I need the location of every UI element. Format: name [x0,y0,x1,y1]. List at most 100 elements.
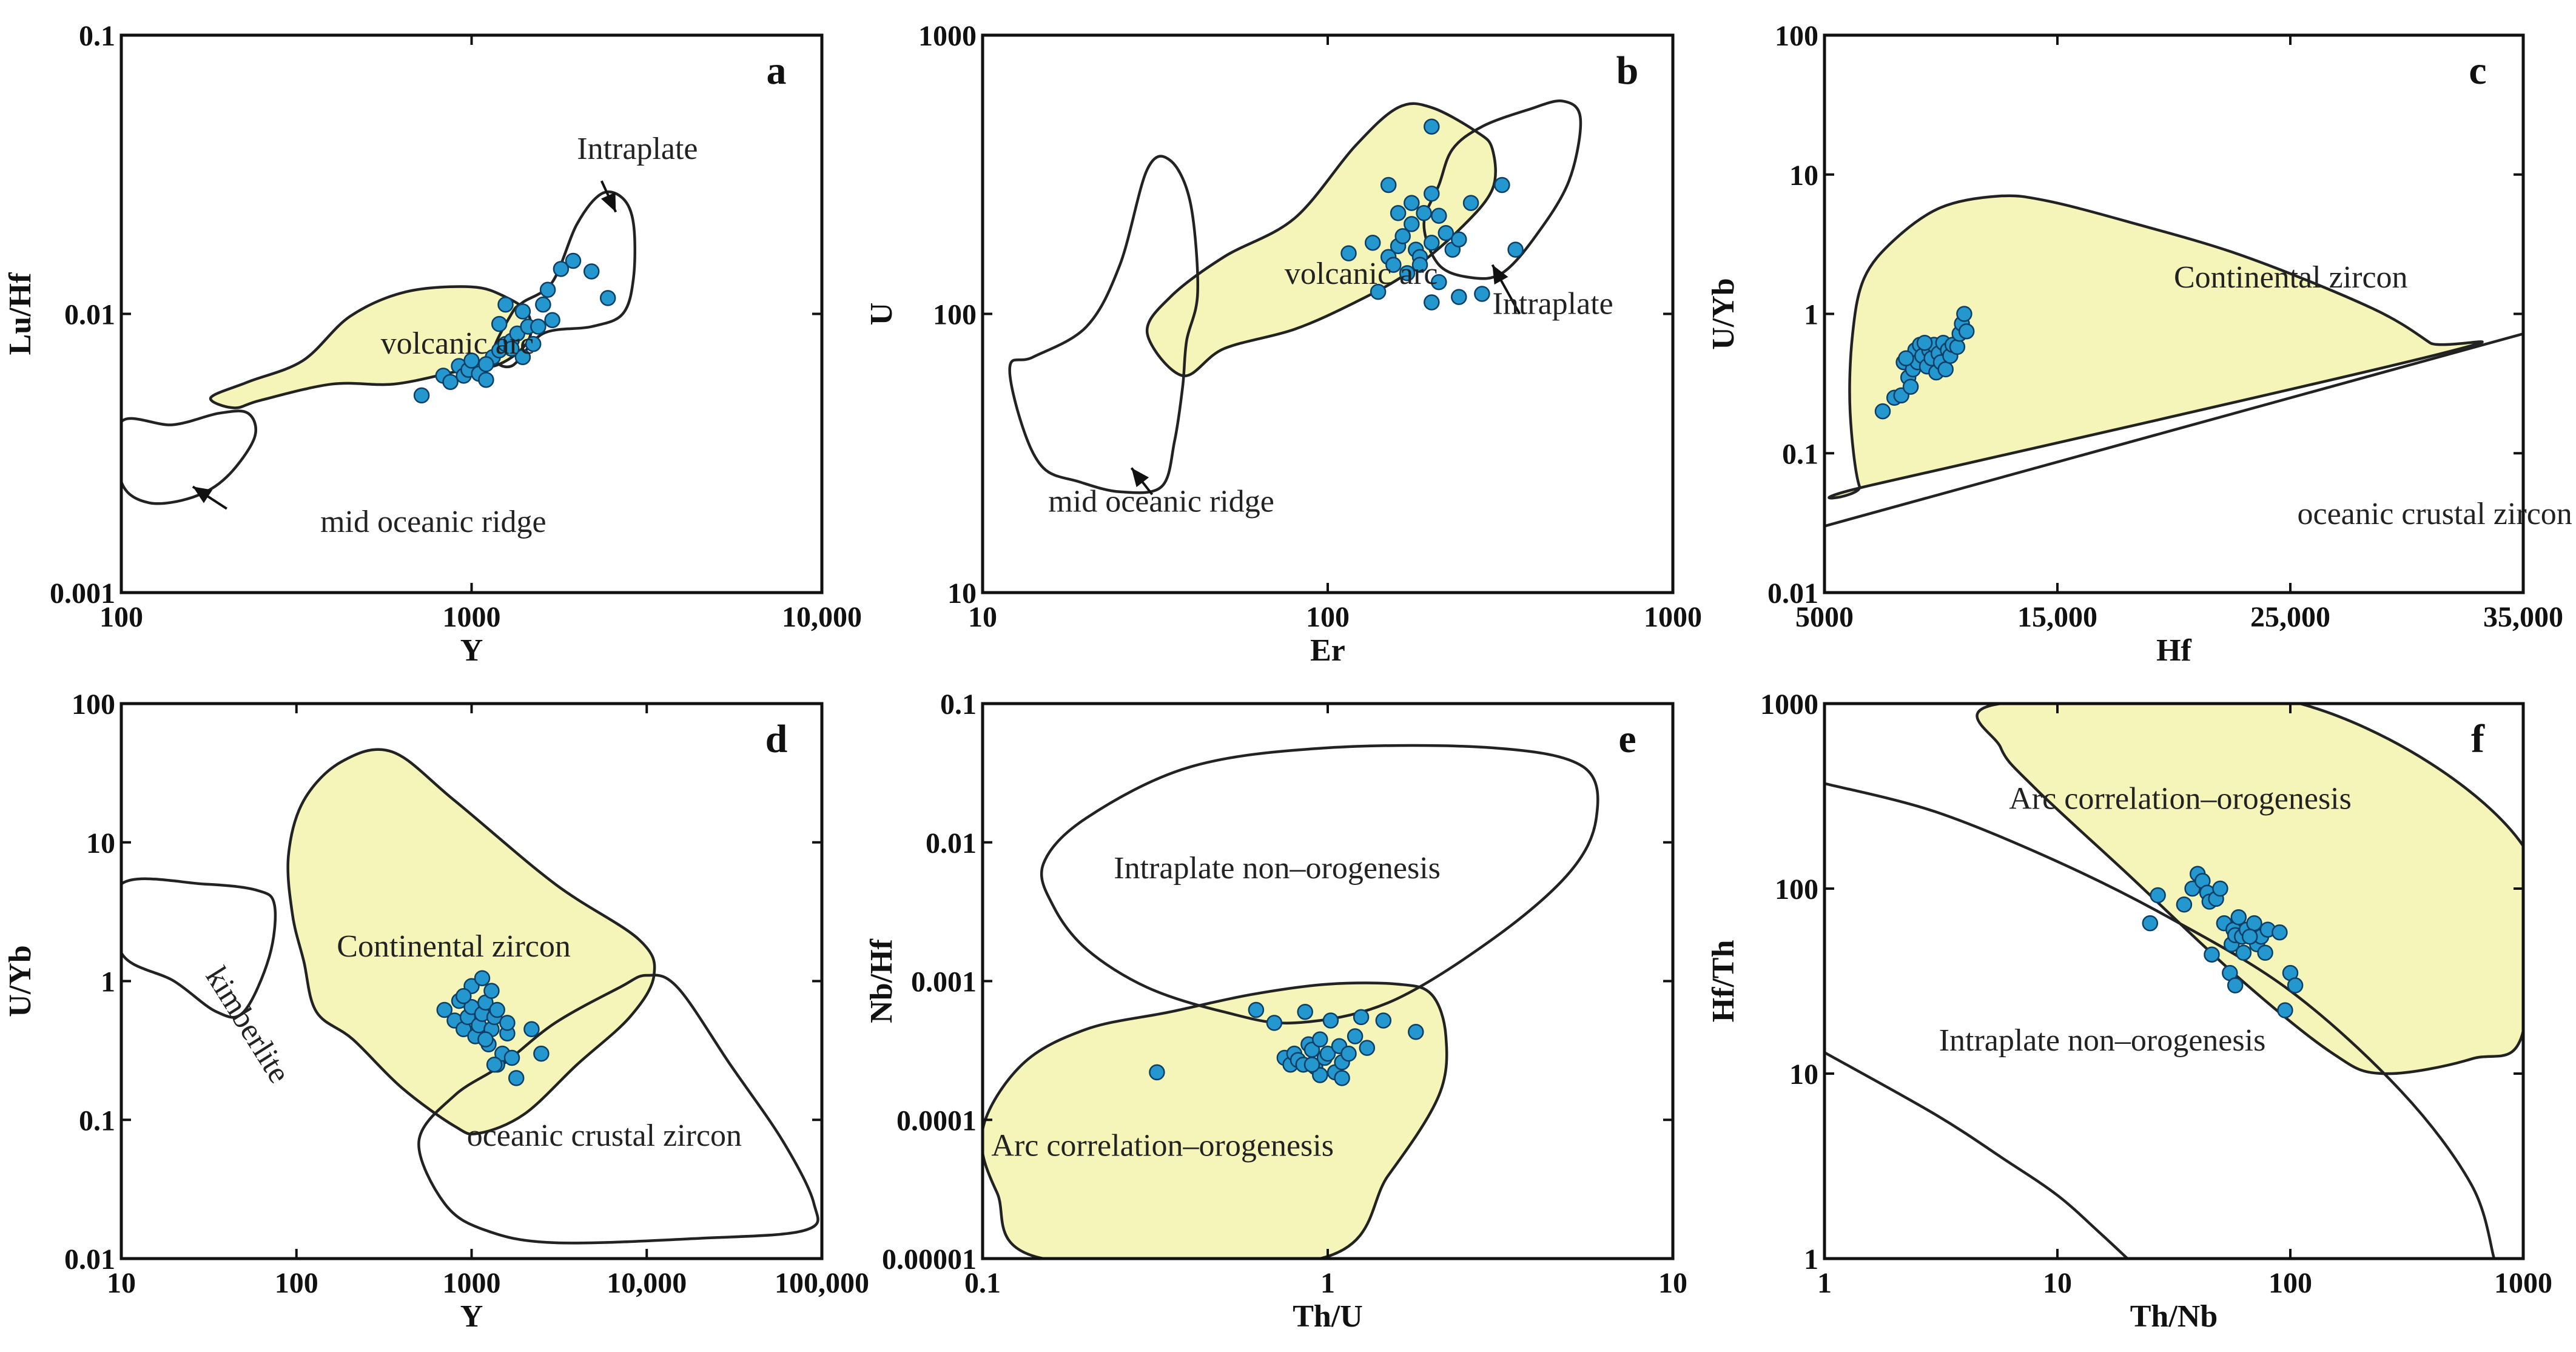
x-tick-label: 25,000 [2250,601,2330,633]
arrow-head [600,192,616,212]
data-point [583,263,600,280]
data-point [1399,265,1416,281]
y-tick-label: 1000 [918,20,977,52]
data-point [544,312,560,328]
region-label: Continental zircon [2174,260,2408,295]
y-tick-label: 1 [1804,299,1818,331]
data-point [2227,977,2244,994]
data-point [1359,1040,1376,1056]
data-point [1340,245,1357,261]
data-point [1347,1028,1364,1044]
plot-area [1824,194,2523,528]
data-point [1380,177,1397,193]
y-tick-label: 0.01 [64,299,115,331]
arrow-head [1492,264,1508,285]
region-label: Intraplate non–orogenesis [1114,851,1441,886]
data-point [1438,224,1454,241]
data-point [1416,205,1432,221]
y-tick-label: 10 [86,827,115,859]
plot-area [1008,99,1582,494]
plot-area [121,190,636,505]
x-tick-label: 35,000 [2483,601,2563,633]
y-axis-label: Hf/Th [1706,940,1741,1023]
field-label: Intraplate non–orogenesis [1939,1023,2266,1058]
x-tick-label: 100 [99,601,143,633]
y-tick-label: 100 [1775,873,1818,906]
x-tick-label: 10 [968,601,997,633]
data-point [503,340,520,357]
x-tick-label: 15,000 [2017,601,2097,633]
data-point [413,387,430,404]
data-point [1424,186,1440,202]
discrimination-line [1824,1051,2129,1259]
data-point [1322,1012,1339,1029]
data-point [1375,1012,1392,1029]
data-point [1956,306,1972,322]
region-intraplate-non-orogenesis [1040,744,1599,1025]
data-point [1474,286,1490,302]
region-volcanic-arc [1145,102,1497,377]
data-point [1297,1003,1313,1020]
plot-area [983,744,1599,1259]
data-point [1364,234,1381,251]
x-axis-label: Th/Nb [2130,1299,2218,1334]
x-tick-label: 10 [1658,1267,1687,1299]
region-kimberlite [121,877,277,1019]
data-point [1385,257,1402,273]
data-point [2150,887,2166,904]
x-tick-label: 1 [1320,1267,1335,1299]
region-label: mid oceanic ridge [1048,485,1274,519]
region-label: Continental zircon [337,929,571,964]
data-point [486,1056,503,1073]
data-point [477,1031,494,1048]
y-axis-label: Nb/Hf [864,938,899,1023]
x-tick-label: 1000 [443,1267,501,1299]
data-point [1494,177,1510,193]
region-continental-zircon [1828,194,2484,500]
panel-letter: c [2469,49,2486,93]
data-point [456,987,472,1004]
x-tick-label: 100 [2268,1267,2312,1299]
data-point [1424,118,1440,135]
arrow-head [192,486,213,503]
panel-letter: b [1616,49,1639,93]
y-tick-label: 0.01 [926,827,977,859]
data-point [2176,896,2193,913]
region-oceanic-crustal-zircon [417,974,819,1245]
data-point [1340,1045,1357,1062]
data-point [508,1070,525,1086]
y-tick-label: 100 [1775,20,1818,52]
y-tick-label: 0.01 [64,1243,115,1276]
y-tick-label: 10 [1789,160,1818,192]
region-label: volcanic arc [1285,257,1438,291]
y-tick-label: 0.1 [79,20,115,52]
data-point [1312,1067,1328,1083]
data-point [2142,915,2159,932]
data-point [1312,1031,1328,1048]
data-point [2241,928,2258,945]
y-tick-label: 0.00001 [882,1243,977,1276]
y-tick-label: 10 [1789,1058,1818,1091]
data-point [497,296,514,313]
data-point [1949,338,1966,355]
data-point [1248,1001,1265,1018]
y-tick-label: 100 [72,688,115,721]
data-point [1394,228,1411,244]
x-tick-label: 10 [107,1267,136,1299]
x-tick-label: 1 [1817,1267,1832,1299]
x-tick-label: 10,000 [782,601,862,633]
region-label: Arc correlation–orogenesis [2009,781,2352,816]
data-point [2204,946,2220,963]
data-point [533,1045,550,1062]
data-point [442,374,459,390]
panel-letter: e [1618,717,1636,761]
discrimination-line [1824,332,2523,528]
region-label: mid oceanic ridge [320,505,546,539]
panel-letter: f [2471,717,2485,761]
data-point [514,303,531,320]
